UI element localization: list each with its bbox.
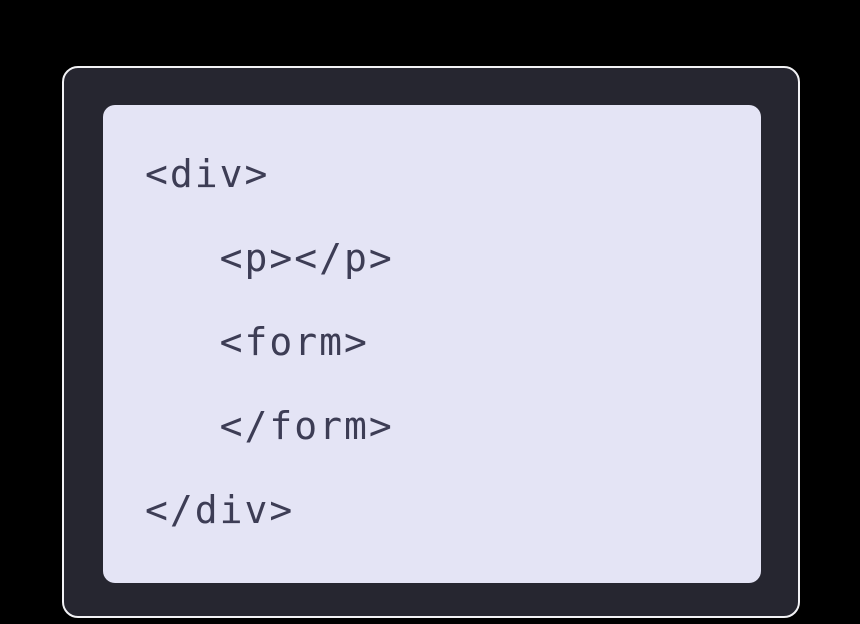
- code-line-p: <p></p>: [145, 236, 394, 280]
- code-line-form-close: </form>: [145, 404, 394, 448]
- code-panel: <div> <p></p> <form> </form> </div>: [103, 105, 761, 583]
- code-card: <div> <p></p> <form> </form> </div>: [62, 66, 800, 618]
- code-line-div-close: </div>: [145, 488, 295, 532]
- code-line-div-open: <div>: [145, 152, 270, 196]
- code-line-form-open: <form>: [145, 320, 369, 364]
